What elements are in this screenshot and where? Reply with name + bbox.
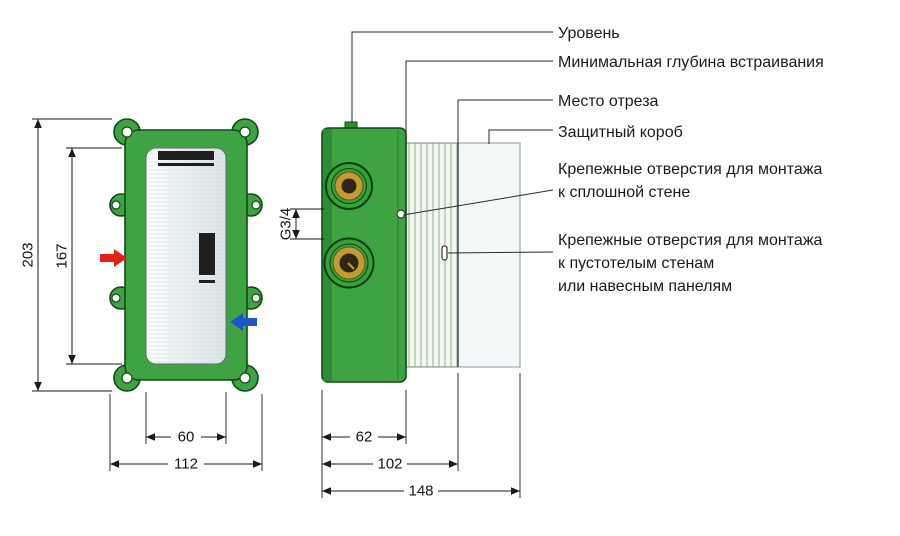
tab-hole-icon xyxy=(251,200,261,210)
ear-hole-icon xyxy=(121,126,133,138)
function-slot-line xyxy=(199,280,215,283)
callout-cut-line: Место отреза xyxy=(558,93,659,110)
port-top xyxy=(325,162,373,210)
dim-overall-width-value: 112 xyxy=(174,456,198,473)
side-view xyxy=(321,121,521,383)
callout-solid-wall: Крепежные отверстия для монтажа к сплошн… xyxy=(558,161,823,201)
embedding-zone xyxy=(405,142,459,368)
function-slot xyxy=(199,233,215,275)
dim-panel-height: 167 xyxy=(54,147,122,365)
protective-box xyxy=(457,142,521,368)
solid-wall-hole xyxy=(396,209,406,219)
dim-overall-depth: 148 xyxy=(322,373,521,500)
ear-hole-icon xyxy=(239,372,251,384)
leader-protective-box xyxy=(488,129,553,144)
leader-hollow-wall xyxy=(447,251,554,254)
dim-cut-depth-value: 102 xyxy=(377,456,402,473)
callout-level: Уровень xyxy=(558,25,620,42)
dim-overall-height-value: 203 xyxy=(20,242,37,267)
hot-water-arrow-icon xyxy=(100,249,127,267)
leader-min-depth xyxy=(405,60,553,140)
leader-cut-line xyxy=(457,99,553,145)
dim-body-depth: 62 xyxy=(321,390,407,498)
front-view xyxy=(100,118,263,392)
level-window-slot-line xyxy=(158,163,214,166)
ear-hole-icon xyxy=(121,372,133,384)
dim-overall-height: 203 xyxy=(20,118,112,392)
dim-panel-height-value: 167 xyxy=(54,243,71,268)
port-bottom xyxy=(323,237,375,289)
leader-level xyxy=(351,31,553,123)
callout-leaders xyxy=(351,31,554,254)
tab-hole-icon xyxy=(111,293,121,303)
dim-cut-depth: 102 xyxy=(322,373,459,473)
tab-hole-icon xyxy=(111,200,121,210)
callout-min-depth: Минимальная глубина встраивания xyxy=(558,54,824,71)
dim-panel-width-value: 60 xyxy=(178,429,195,446)
cold-water-arrow-icon xyxy=(230,313,257,331)
tab-hole-icon xyxy=(251,293,261,303)
dim-thread-size-value: G3/4 xyxy=(278,208,295,241)
ear-hole-icon xyxy=(239,126,251,138)
dim-body-depth-value: 62 xyxy=(356,429,373,446)
callout-protective-box: Защитный короб xyxy=(558,124,683,141)
level-window-slot xyxy=(158,151,214,160)
hollow-wall-slot xyxy=(441,245,448,261)
dim-overall-depth-value: 148 xyxy=(408,483,433,500)
inner-panel-texture xyxy=(146,148,226,364)
callout-hollow-wall: Крепежные отверстия для монтажа к пустот… xyxy=(558,232,823,295)
leader-solid-wall xyxy=(402,189,554,216)
dim-overall-width: 112 xyxy=(109,394,263,473)
dim-thread-size: G3/4 xyxy=(278,208,324,241)
dim-panel-width: 60 xyxy=(145,392,227,446)
